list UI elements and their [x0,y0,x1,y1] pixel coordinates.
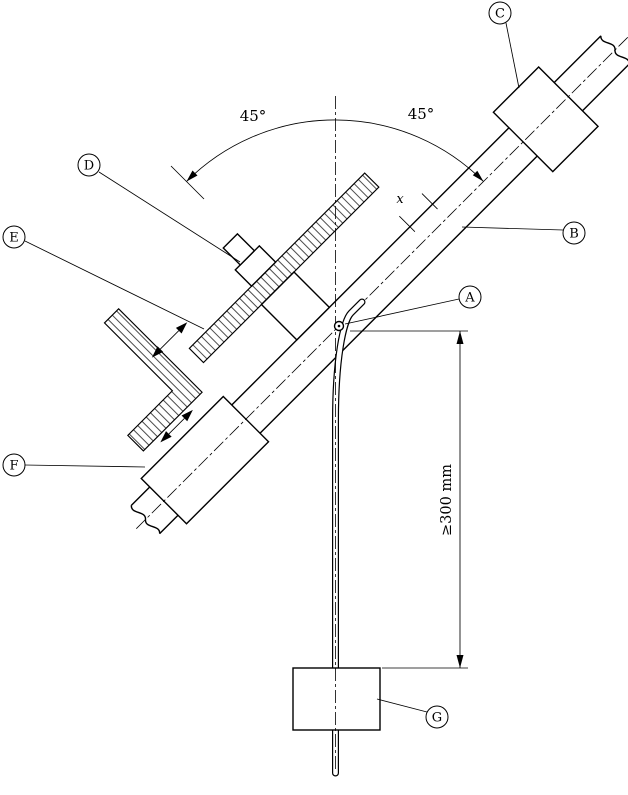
leader-b [461,226,564,231]
callout-g-circle [425,705,449,729]
callout-a-circle [458,285,482,309]
leader-d [98,171,241,263]
weight-block [292,667,381,731]
callout-d: D [84,159,94,174]
callout-d-circle [77,153,101,177]
dimension-label: ≥300 mm [439,464,455,536]
dimension-300mm: ≥300 mm [350,330,468,669]
leader-e [24,240,205,330]
arrowhead [151,346,164,358]
exit-point-dot [337,324,341,328]
arc-arrowhead-left [186,170,198,182]
angle-bracket [103,307,203,452]
callout-g: G [432,711,442,726]
tube-centerline [133,36,628,532]
callout-c-circle [488,1,512,25]
dim-arrowhead-bottom [456,655,464,668]
callout-b: B [569,227,579,242]
extension-lines [350,330,468,669]
angle-label-left: 45° [240,107,267,125]
leader-c [505,22,520,89]
mounting-plate [188,172,380,364]
angle-label-right: 45° [408,105,435,123]
inclined-assembly [103,35,628,535]
callout-f: F [9,459,18,474]
motion-arrow-shaft [160,330,180,350]
leader-f [24,464,146,468]
arrowhead [160,431,172,443]
motion-arrow-shaft [168,418,185,435]
callouts: C B A D E F G [2,1,586,729]
callout-e-circle [2,225,26,249]
arrowhead [181,409,193,422]
arc-arrowhead-right [472,170,484,182]
dim-arrowhead-top [456,331,464,344]
length-mark-x: x [396,192,404,207]
arrowhead [175,322,188,334]
leader-lines [24,22,564,713]
callout-a: A [464,291,475,306]
swing-position-stub [170,165,205,200]
motion-arrows [151,322,193,443]
callout-e: E [9,231,19,246]
angle-arc [186,119,484,182]
callout-c: C [495,7,505,22]
leader-a [344,298,460,325]
leader-g [376,698,428,713]
callout-b-circle [562,221,586,245]
callout-f-circle [2,453,26,477]
length-tick-marks [399,193,438,233]
